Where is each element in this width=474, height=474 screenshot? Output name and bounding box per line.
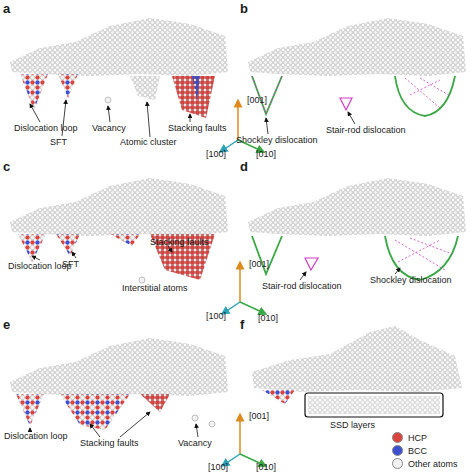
annotation-label: [010] xyxy=(256,150,276,160)
panel-letter: a xyxy=(3,2,10,16)
legend-text: HCP xyxy=(408,433,427,443)
legend-row: Other atoms xyxy=(392,458,458,469)
annotation-label: Shockley dislocation xyxy=(236,136,318,146)
panel-letter: b xyxy=(240,2,248,16)
annotation-label: [001] xyxy=(247,96,267,106)
annotation-label: Dislocation loop xyxy=(4,432,68,442)
annotation-label: Stacking faults xyxy=(80,439,139,449)
annotation-label: Stair-rod dislocation xyxy=(326,126,406,136)
legend-swatch xyxy=(392,445,403,456)
annotation-label: Dislocation loop xyxy=(14,124,78,134)
annotation-label: [001] xyxy=(249,260,269,270)
annotation-label: Atomic cluster xyxy=(120,138,177,148)
annotation-label: SFT xyxy=(62,260,79,270)
panel-letter: f xyxy=(240,318,244,332)
annotation-label: Vacancy xyxy=(178,439,212,449)
annotation-label: [010] xyxy=(256,463,276,473)
annotation-label: [100] xyxy=(206,150,226,160)
annotation-label: Stacking faults xyxy=(168,124,227,134)
annotation-label: [100] xyxy=(206,312,226,322)
annotation-label: Interstitial atoms xyxy=(122,284,188,294)
annotation-label: SSD layers xyxy=(330,421,375,431)
annotation-label: SFT xyxy=(50,138,67,148)
annotation-label: [001] xyxy=(249,412,269,422)
annotation-label: Vacancy xyxy=(92,124,126,134)
annotation-label: Shockley dislocation xyxy=(370,276,452,286)
legend-text: Other atoms xyxy=(408,459,458,469)
panel-letter: d xyxy=(240,160,248,174)
annotation-label: [100] xyxy=(208,463,228,473)
panel-letter: c xyxy=(3,160,10,174)
legend-row: BCC xyxy=(392,445,427,456)
legend-swatch xyxy=(392,432,403,443)
annotation-label: [010] xyxy=(258,314,278,324)
panel-letter: e xyxy=(3,318,10,332)
annotation-label: Stacking faults xyxy=(150,238,209,248)
annotation-label: Stair-rod dislocation xyxy=(262,282,342,292)
legend-swatch xyxy=(392,458,403,469)
legend-row: HCP xyxy=(392,432,427,443)
legend-text: BCC xyxy=(408,446,427,456)
